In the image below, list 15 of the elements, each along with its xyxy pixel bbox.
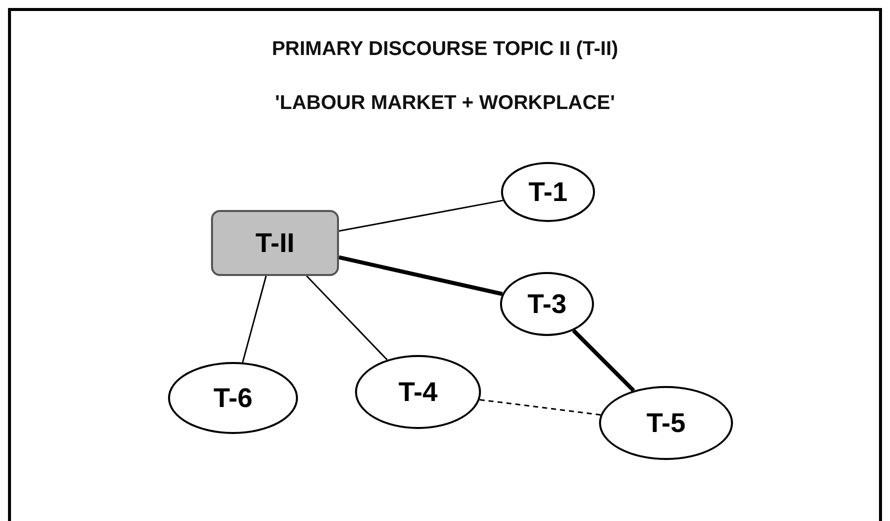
connector-line: [338, 200, 504, 232]
connector-line: [242, 276, 267, 363]
node-label: T-4: [398, 376, 438, 408]
node-label: T-3: [527, 288, 566, 320]
node-label: T-5: [646, 408, 686, 438]
subtitle: 'LABOUR MARKET + WORKPLACE': [274, 92, 616, 115]
connector-line: [480, 398, 601, 416]
node-label: T-1: [528, 176, 568, 208]
connector-line: [306, 275, 388, 360]
node-label: T-II: [256, 228, 294, 258]
title: PRIMARY DISCOURSE TOPIC II (T-II): [272, 38, 618, 61]
connector-line: [338, 255, 503, 296]
node-label: T-6: [213, 382, 252, 414]
connector-line: [572, 329, 636, 392]
topic-box: [211, 210, 339, 276]
